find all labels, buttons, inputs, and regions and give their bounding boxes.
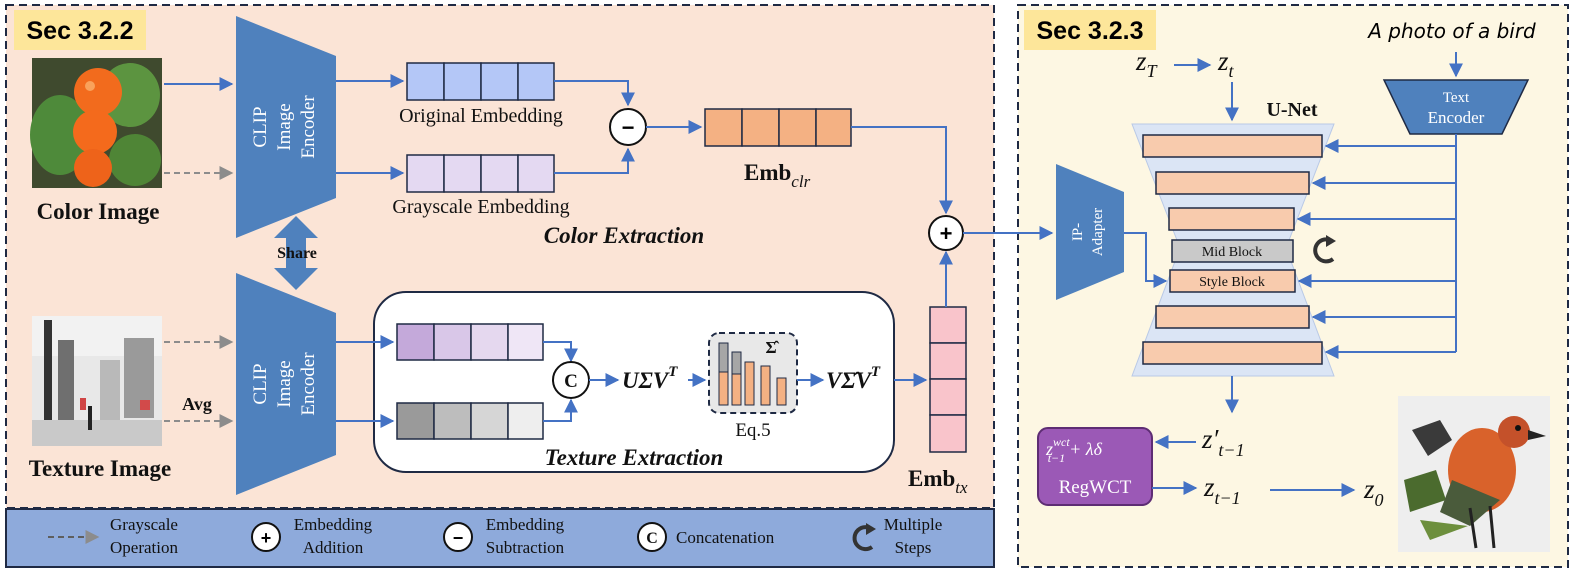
legend-grayscale-line2: Operation [110,538,178,557]
prompt-text: A photo of a bird [1366,19,1536,43]
texture-image [32,316,162,446]
svd-formula: UΣVT [622,364,678,393]
section-tag-right-text: Sec 3.2.3 [1036,17,1143,45]
arrow-texcolor-to-concat [543,341,578,363]
arrow-original-to-subtract [554,80,635,107]
z-t1-label: zt−1 [1203,472,1241,508]
color-image-label: Color Image [37,199,160,224]
clip-encoder-top-line3: Encoder [298,95,319,159]
section-tag-left [14,10,146,50]
output-bird-image [1398,396,1550,552]
clip-encoder-bottom [236,273,336,495]
grayscale-embedding-label: Grayscale Embedding [392,196,569,218]
singular-value-bars [718,342,787,406]
clip-encoder-top [236,16,336,238]
sigma-hat-label: Σ̂ [765,338,779,357]
clip-encoder-top-line1: CLIP [250,106,271,147]
legend-concat-icon [637,522,667,552]
original-embedding-label: Original Embedding [399,105,563,127]
ip-adapter-line2: Adapter [1090,208,1106,256]
add-op-symbol: + [940,221,953,246]
texture-color-embedding [396,323,544,361]
color-image [30,58,162,188]
arrow-ipadapter-to-style [1124,232,1168,288]
legend-add-symbol: + [261,528,272,548]
texture-image-label: Texture Image [29,456,171,481]
mid-block-label: Mid Block [1202,245,1262,260]
legend-multiple-steps-icon [852,523,876,552]
regwct-box [1037,427,1153,506]
subtract-op-symbol: − [622,115,635,140]
eq-label: Eq.5 [735,420,770,441]
ip-adapter [1056,164,1124,300]
legend-multiple-line2: Steps [895,538,932,557]
text-encoder-line2: Encoder [1428,108,1485,127]
legend-add-icon [251,522,281,552]
legend-subtract-symbol: − [453,528,464,548]
unet-blocks [1142,134,1323,365]
color-extraction-title: Color Extraction [544,223,704,248]
emb-clr-label: Embclr [744,160,811,191]
clip-encoder-bottom-line2: Image [274,360,295,407]
text-conditioning-arrows [1296,134,1457,359]
z-t-label: zt [1217,46,1235,81]
unet-up-block-2 [1142,341,1323,365]
clip-encoder-bottom-line1: CLIP [250,363,271,404]
z-prime-label: z′t−1 [1201,424,1245,460]
legend-addition-line2: Addition [303,538,364,557]
clip-encoder-top-line2: Image [274,103,295,150]
emb-tx-label: Embtx [908,466,968,497]
unet-down-block-3 [1168,207,1295,231]
avg-label: Avg [182,394,212,414]
arrow-embclr-to-add [851,126,953,215]
legend-bar [5,508,995,568]
section-tag-right [1024,10,1156,50]
emb-tx-vector [929,306,967,453]
legend-subtraction-line1: Embedding [486,515,565,534]
unet-up-block-1 [1155,305,1310,329]
emb-clr-vector [704,108,852,147]
concat-op-symbol: C [564,371,578,392]
z-0-label: z0 [1363,474,1384,510]
legend-grayscale-line1: Grayscale [110,515,178,534]
multiple-steps-icon [1313,235,1336,264]
legend-subtraction-line2: Subtraction [486,538,565,557]
regwct-label: RegWCT [1059,477,1132,498]
grayscale-embedding [406,154,555,193]
unet-down-block-1 [1142,134,1323,158]
legend-addition-line1: Embedding [294,515,373,534]
arrow-texgray-to-concat [543,398,578,422]
legend-concat-label: Concatenation [676,528,775,547]
clip-encoder-bottom-line3: Encoder [298,352,319,416]
reconstruction-formula: VΣ̂VT [826,364,881,393]
legend-concat-symbol: C [646,530,658,547]
share-label: Share [277,245,317,262]
legend-multiple-line1: Multiple [884,515,943,534]
share-double-arrow-icon [274,216,318,290]
text-encoder-line1: Text [1443,90,1470,106]
unet-label: U-Net [1266,99,1317,121]
texture-extraction-title: Texture Extraction [545,445,724,470]
original-embedding [406,62,555,101]
arrow-grayscale-to-subtract [554,147,635,174]
unet-mid-block [1171,239,1294,263]
legend-subtract-icon [443,522,473,552]
style-block-label: Style Block [1199,275,1265,290]
text-encoder [1382,79,1530,135]
texture-gray-embedding [396,402,544,440]
unet-down-block-2 [1155,171,1310,195]
ip-adapter-line1: IP- [1070,223,1086,241]
z-T-label: zT [1135,46,1159,81]
unet-style-block [1169,269,1296,293]
section-tag-left-text: Sec 3.2.2 [26,17,133,45]
